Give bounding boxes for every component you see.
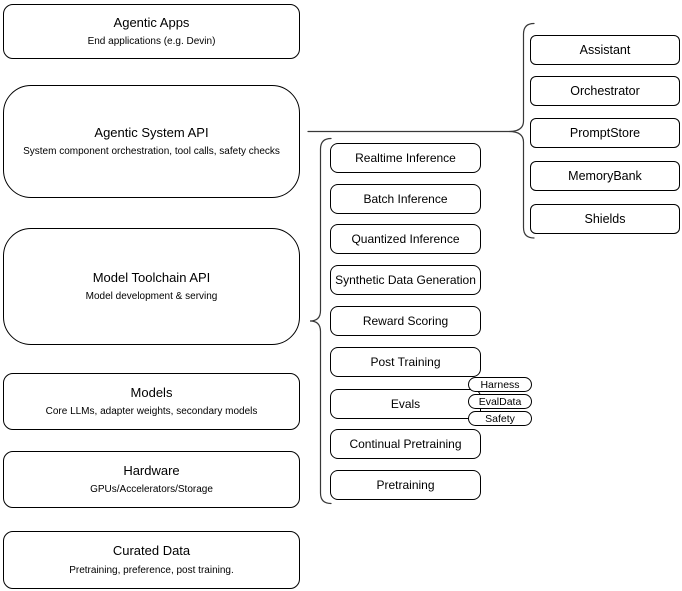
layer-box-curated-data: Curated Data Pretraining, preference, po… bbox=[3, 531, 300, 589]
node-continual-pretraining: Continual Pretraining bbox=[330, 429, 481, 459]
layer-title: Curated Data bbox=[112, 543, 191, 559]
node-memorybank: MemoryBank bbox=[530, 161, 680, 191]
layer-box-model-toolchain-api: Model Toolchain API Model development & … bbox=[3, 228, 300, 345]
layer-subtitle: System component orchestration, tool cal… bbox=[23, 146, 280, 158]
layer-box-hardware: Hardware GPUs/Accelerators/Storage bbox=[3, 451, 300, 508]
node-shields: Shields bbox=[530, 204, 680, 234]
node-quantized-inference: Quantized Inference bbox=[330, 224, 481, 254]
layer-title: Agentic Apps bbox=[113, 14, 190, 30]
layer-title: Hardware bbox=[123, 462, 180, 478]
node-reward-scoring: Reward Scoring bbox=[330, 306, 481, 336]
node-pretraining: Pretraining bbox=[330, 470, 481, 500]
node-assistant: Assistant bbox=[530, 35, 680, 65]
layer-subtitle: GPUs/Accelerators/Storage bbox=[90, 484, 213, 496]
node-evals: Evals bbox=[330, 389, 481, 419]
node-promptstore: PromptStore bbox=[530, 118, 680, 148]
node-batch-inference: Batch Inference bbox=[330, 184, 481, 214]
node-orchestrator: Orchestrator bbox=[530, 76, 680, 106]
layer-title: Model Toolchain API bbox=[92, 269, 211, 285]
layer-subtitle: Pretraining, preference, post training. bbox=[69, 564, 234, 576]
node-realtime-inference: Realtime Inference bbox=[330, 143, 481, 173]
toolchain-brace bbox=[309, 137, 332, 505]
layer-title: Models bbox=[130, 384, 173, 400]
tag-evaldata: EvalData bbox=[468, 394, 532, 409]
layer-box-agentic-system-api: Agentic System API System component orch… bbox=[3, 85, 300, 198]
layer-box-agentic-apps: Agentic Apps End applications (e.g. Devi… bbox=[3, 4, 300, 59]
tag-harness: Harness bbox=[468, 377, 532, 392]
layer-title: Agentic System API bbox=[94, 124, 209, 140]
layer-subtitle: Core LLMs, adapter weights, secondary mo… bbox=[45, 406, 258, 418]
layer-box-models: Models Core LLMs, adapter weights, secon… bbox=[3, 373, 300, 430]
layer-subtitle: End applications (e.g. Devin) bbox=[87, 36, 216, 48]
node-synthetic-data-generation: Synthetic Data Generation bbox=[330, 265, 481, 295]
tag-safety: Safety bbox=[468, 411, 532, 426]
layer-subtitle: Model development & serving bbox=[85, 291, 218, 303]
node-post-training: Post Training bbox=[330, 347, 481, 377]
